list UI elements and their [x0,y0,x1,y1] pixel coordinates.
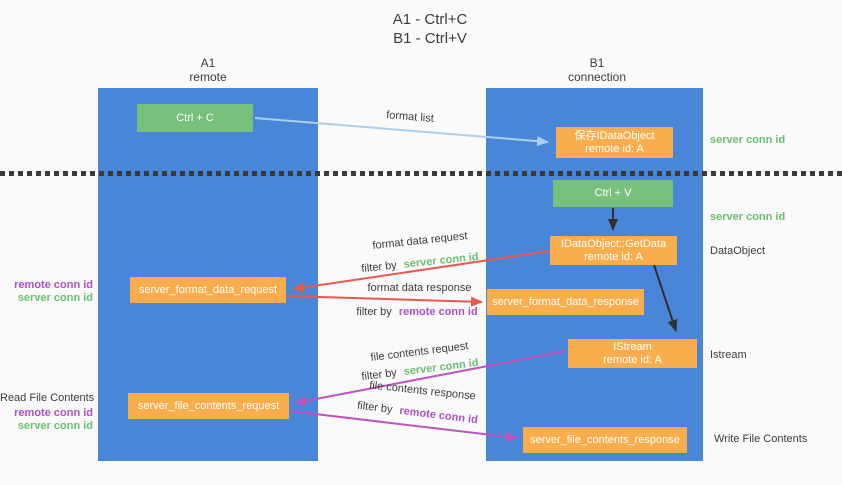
node-server-format-data-request[interactable]: server_format_data_request [130,277,286,303]
annotation-server-conn-id-2: server conn id [17,420,93,432]
node-idataobject-getdata[interactable]: IDataObject::GetData remote id: A [550,236,677,265]
column-header-b1: B1 connection [537,56,657,84]
column-a1-name: A1 [200,56,216,70]
title-line-b1: B1 - Ctrl+V [393,30,467,47]
label-filter-by-server-conn-id-1: filter by server conn id [345,249,495,277]
annotation-remote-conn-id-2: remote conn id [14,407,93,419]
column-a1-role: remote [189,70,227,84]
annotation-write-file-contents: Write File Contents [714,433,808,445]
node-server-format-data-response-label: server_format_data_response [492,295,639,308]
node-ctrl-v[interactable]: Ctrl + V [553,180,673,207]
node-server-file-contents-request[interactable]: server_file_contents_request [128,393,289,419]
node-server-format-data-response[interactable]: server_format_data_response [487,289,644,315]
diagram-title: A1 - Ctrl+C B1 - Ctrl+V [360,10,500,48]
column-header-a1: A1 remote [148,56,268,84]
node-server-file-contents-response-label: server_file_contents_response [530,433,680,446]
server-conn-id-text: server conn id [403,356,480,378]
node-ctrl-c-label: Ctrl + C [176,111,214,124]
node-getdata-line2: remote id: A [584,250,643,263]
node-istream-line2: remote id: A [603,353,662,366]
node-save-dataobject-line2: remote id: A [585,142,644,155]
title-line-a1: A1 - Ctrl+C [392,11,468,28]
remote-conn-id-text: remote conn id [398,404,479,427]
annotation-dataobject: DataObject [710,245,766,257]
column-b1-name: B1 [589,56,605,70]
phase-separator-line [0,171,842,176]
node-server-file-contents-response[interactable]: server_file_contents_response [523,427,687,453]
node-ctrl-c[interactable]: Ctrl + C [137,104,253,132]
filter-by-text: filter by [360,259,398,276]
column-b1-role: connection [567,70,627,84]
label-format-list: format list [385,109,435,125]
label-format-data-response: format data response [367,282,472,294]
annotation-istream: Istream [710,349,747,361]
node-save-dataobject-line1: 保存IDataObject [574,129,655,142]
annotation-server-conn-id-1: server conn id [17,292,93,304]
node-server-file-contents-request-label: server_file_contents_request [137,399,280,412]
remote-conn-id-text: remote conn id [398,306,478,318]
node-istream-line1: IStream [613,340,652,353]
node-server-format-data-request-label: server_format_data_request [138,283,278,296]
server-conn-id-text: server conn id [403,250,480,271]
node-ctrl-v-label: Ctrl + V [594,187,632,199]
filter-by-text: filter by [356,306,392,318]
annotation-server-conn-id-top: server conn id [710,134,786,146]
node-save-dataobject[interactable]: 保存IDataObject remote id: A [556,127,673,158]
annotation-server-conn-id-mid: server conn id [710,211,786,223]
node-getdata-line1: IDataObject::GetData [560,237,667,250]
label-format-data-request: format data request [371,230,469,252]
filter-by-text: filter by [356,399,394,416]
label-filter-by-remote-conn-id-1: filter by remote conn id [342,306,492,318]
annotation-remote-conn-id-1: remote conn id [14,279,93,291]
annotation-read-file-contents: Read File Contents [0,392,95,404]
node-istream[interactable]: IStream remote id: A [568,339,697,368]
